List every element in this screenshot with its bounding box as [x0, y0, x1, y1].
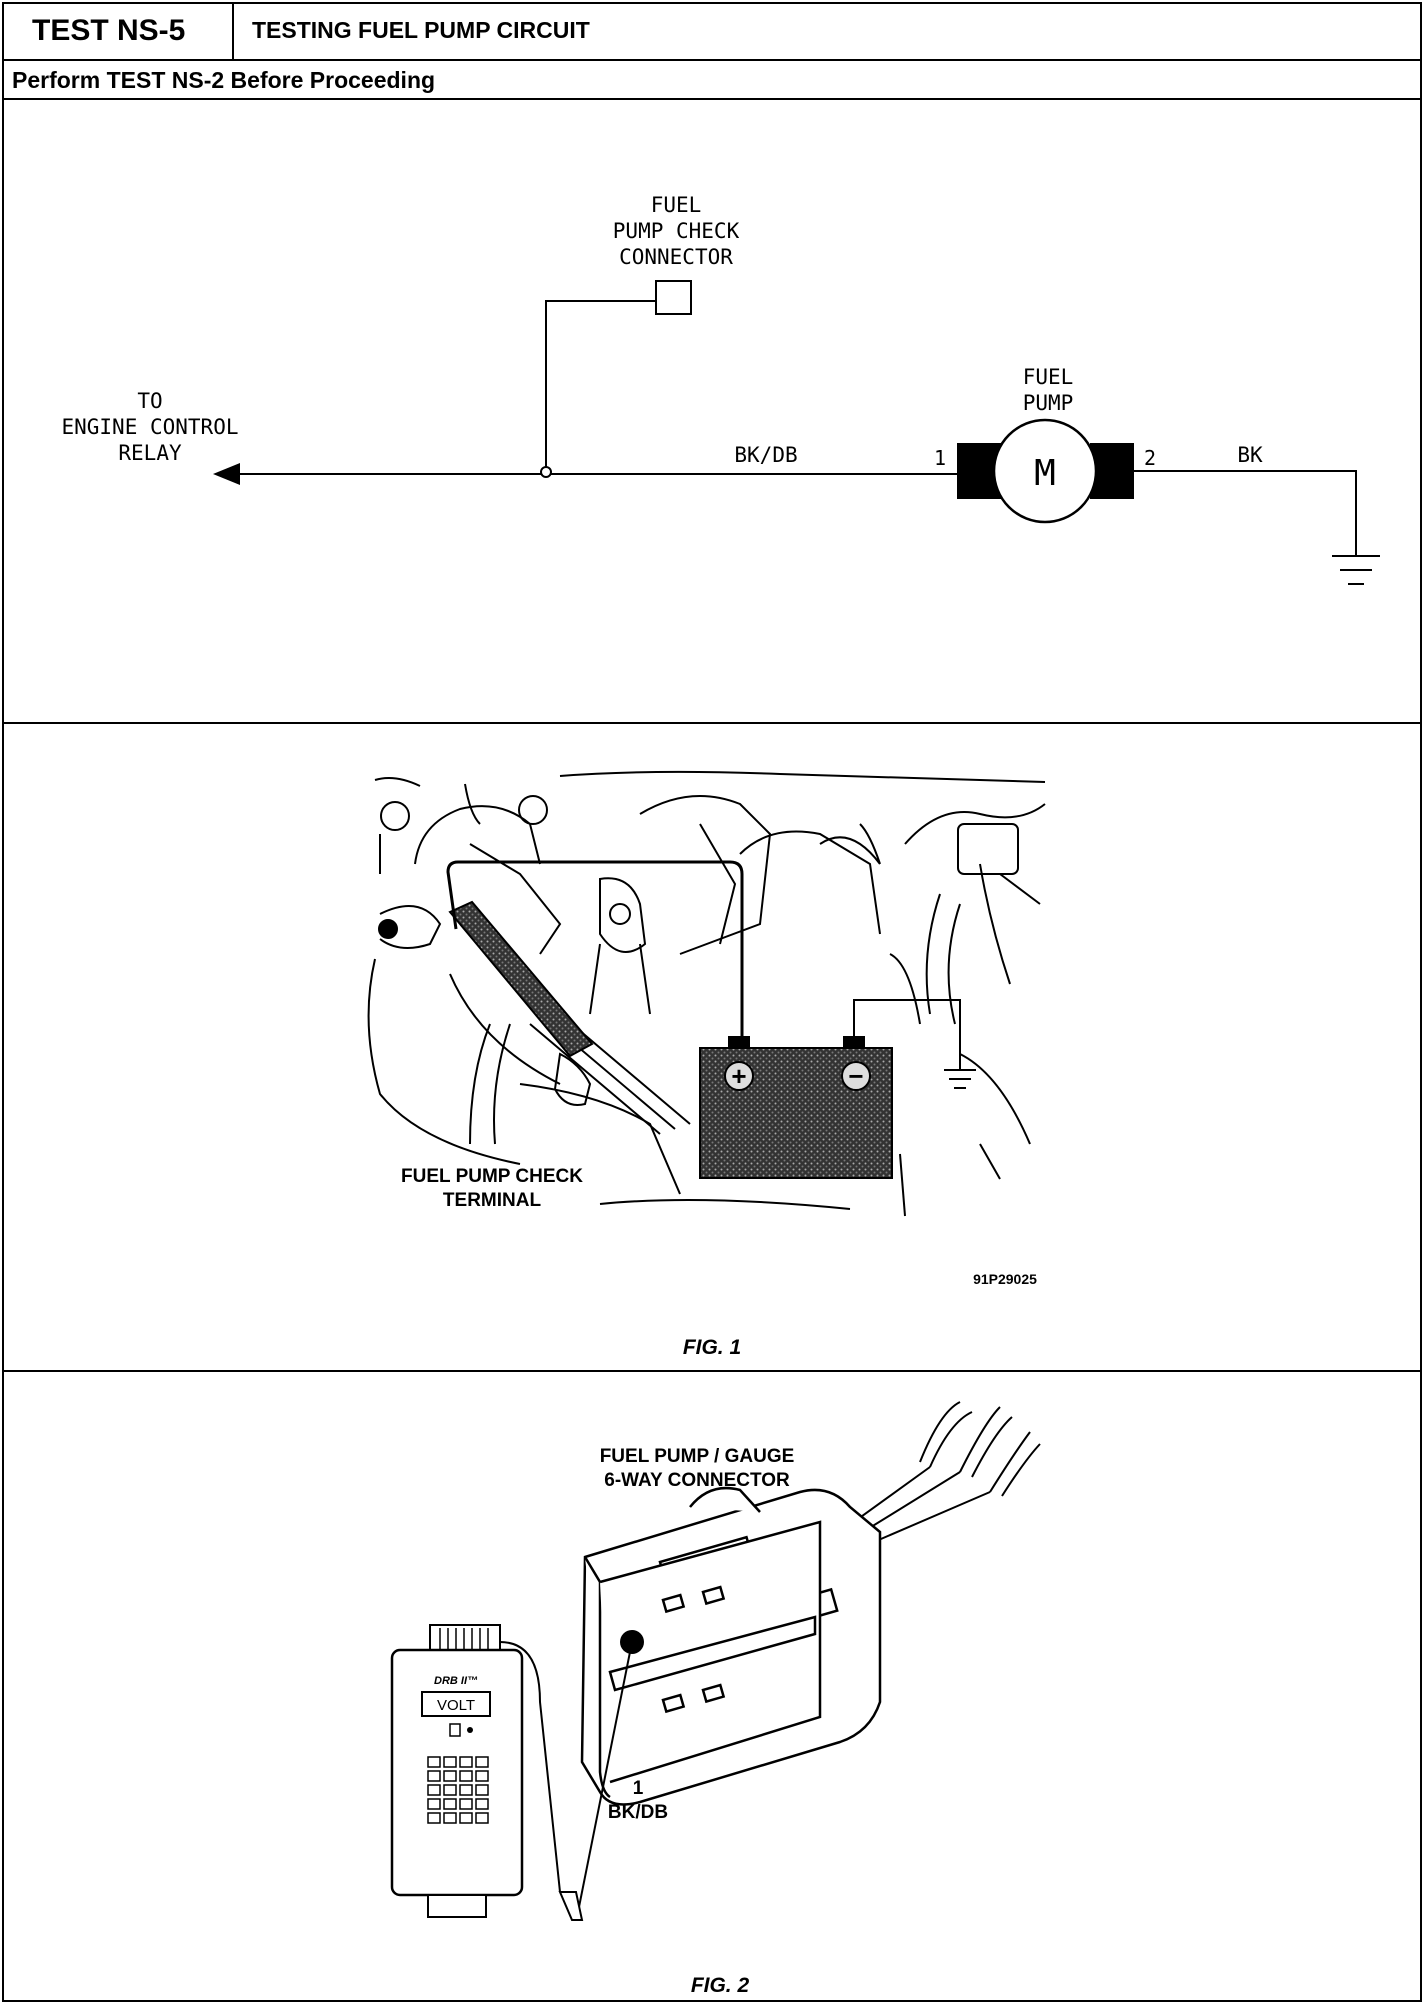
connector-label-1: FUEL PUMP / GAUGE: [600, 1446, 795, 1467]
terminal-label-2: TERMINAL: [443, 1190, 542, 1211]
wire-bk: [1134, 470, 1357, 556]
section-divider: [2, 1370, 1422, 1372]
battery-icon: [699, 1036, 893, 1179]
section-divider: [2, 722, 1422, 724]
figure-2-connector: FUEL PUMP / GAUGE 6-WAY CONNECTOR 1 BK/D…: [390, 1401, 1041, 1997]
check-connector-label-2: PUMP CHECK: [613, 219, 740, 243]
pump-terminal-2: [1090, 443, 1134, 499]
meter-mode: VOLT: [437, 1697, 475, 1714]
test-header: TEST NS-5 TESTING FUEL PUMP CIRCUIT: [2, 2, 1422, 61]
probe-lead: [577, 1641, 633, 1913]
check-connector-label-3: CONNECTOR: [619, 245, 733, 269]
drb-ii-meter-icon: [390, 1624, 524, 1918]
wire-left-label: BK/DB: [734, 443, 797, 467]
pin-1-label: 1: [934, 446, 946, 470]
fuel-pump-check-terminal-icon: [448, 900, 594, 1058]
engine-bay-illustration: [367, 770, 1046, 1217]
relay-label-1: TO: [137, 389, 162, 413]
check-connector-box: [655, 280, 692, 315]
pin-2-label: 2: [1144, 446, 1156, 470]
meter-brand: DRB II™: [434, 1675, 478, 1687]
prerequisite-note: Perform TEST NS-2 Before Proceeding: [2, 61, 1422, 100]
pin-1-label: 1: [633, 1778, 644, 1799]
splice-node: [540, 466, 552, 478]
wire-bk-db-label: BK/DB: [608, 1802, 668, 1823]
probe-tip-icon: [558, 1891, 584, 1921]
figure-2-caption: FIG. 2: [691, 1974, 750, 1997]
figure-1-engine-bay: + − FUEL PUMP CHECK TERMINAL 91P29025 FI…: [367, 770, 1046, 1359]
battery-minus-label: −: [848, 1061, 863, 1091]
terminal-label-1: FUEL PUMP CHECK: [401, 1166, 583, 1187]
check-connector-label-1: FUEL: [651, 193, 702, 217]
check-connector-wire: [545, 300, 656, 472]
motor-symbol: M: [1034, 453, 1056, 494]
arrow-left-icon: [213, 463, 240, 485]
connector-label-2: 6-WAY CONNECTOR: [604, 1470, 790, 1491]
test-title: TESTING FUEL PUMP CIRCUIT: [252, 17, 590, 43]
ground-icon: [1332, 555, 1380, 585]
pump-label-1: FUEL: [1023, 365, 1074, 389]
figure-1-caption: FIG. 1: [683, 1336, 741, 1359]
motor-icon: [992, 418, 1098, 524]
meter-lead: [499, 1641, 561, 1893]
battery-ground-wire: [853, 999, 961, 1070]
relay-label-3: RELAY: [118, 441, 182, 465]
ground-icon: [944, 1069, 976, 1089]
test-id: TEST NS-5: [2, 2, 234, 59]
jumper-wire: [446, 860, 744, 1036]
wire-right-label: BK: [1237, 443, 1263, 467]
fuel-pump-schematic: FUEL PUMP CHECK CONNECTOR TO ENGINE CONT…: [61, 193, 1380, 585]
battery-plus-label: +: [731, 1061, 746, 1091]
relay-label-2: ENGINE CONTROL: [61, 415, 238, 439]
six-way-connector-icon: [580, 1486, 882, 1806]
part-code: 91P29025: [973, 1271, 1037, 1287]
pump-label-2: PUMP: [1023, 391, 1074, 415]
